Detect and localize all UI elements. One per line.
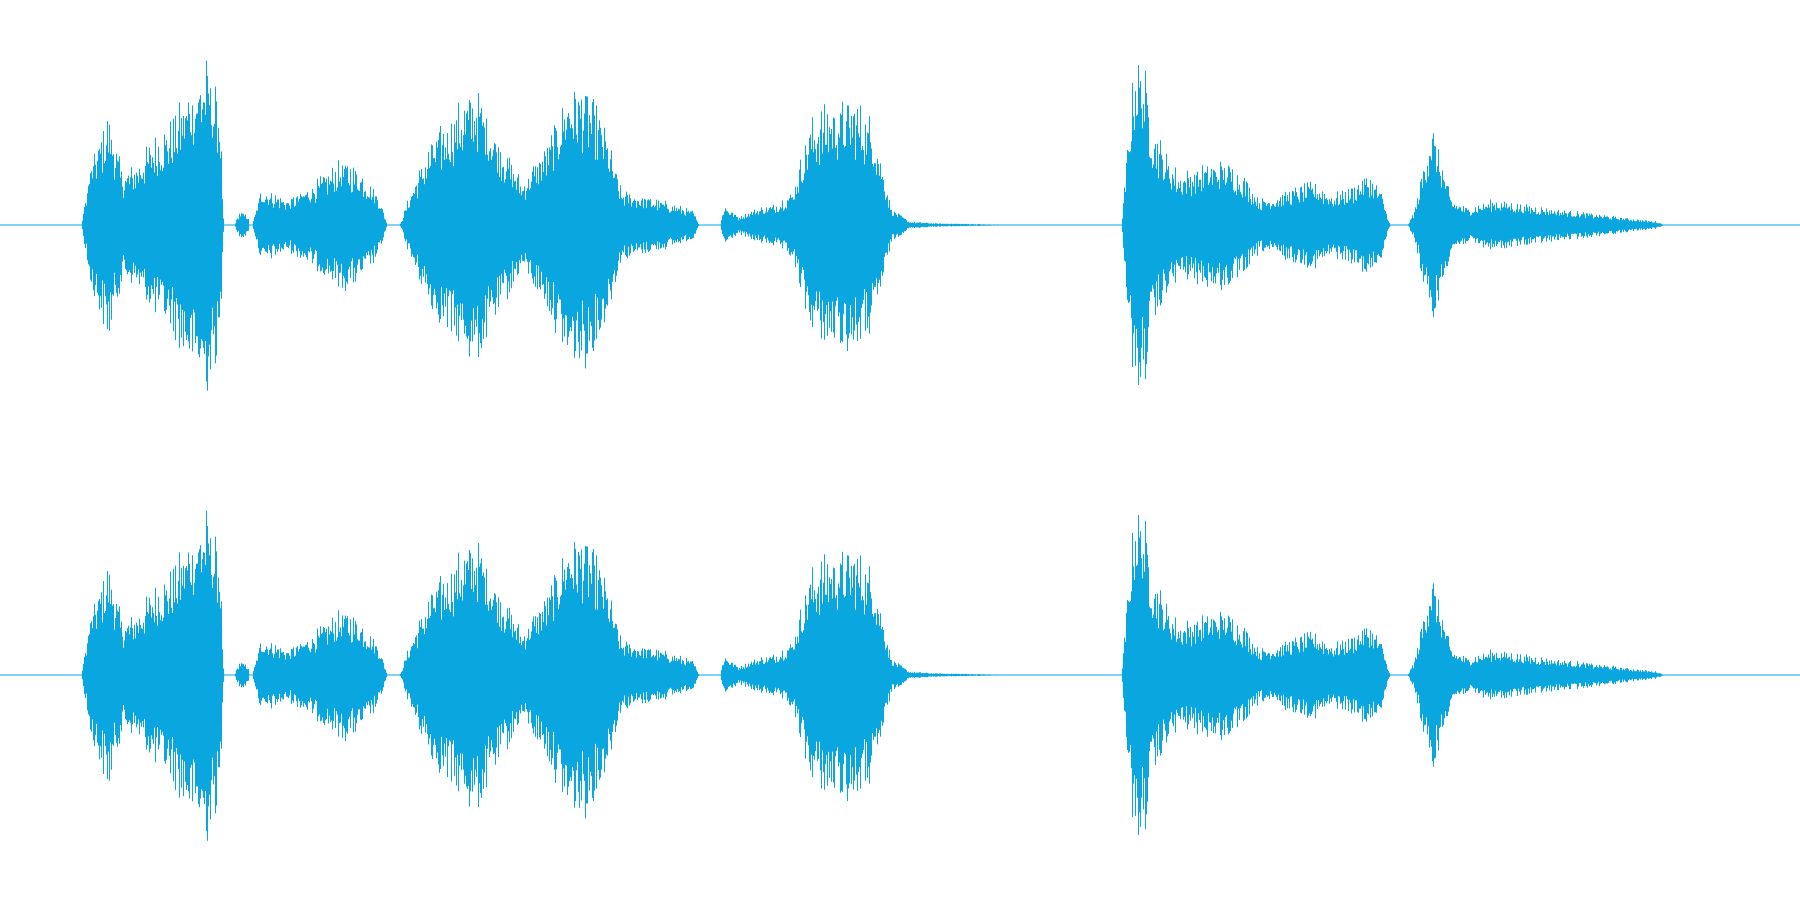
waveform-channel-1 <box>0 60 1800 391</box>
waveform-channel-2 <box>0 510 1800 841</box>
waveform-core-channel-1 <box>81 177 1664 273</box>
waveform-core-channel-2 <box>81 627 1664 723</box>
